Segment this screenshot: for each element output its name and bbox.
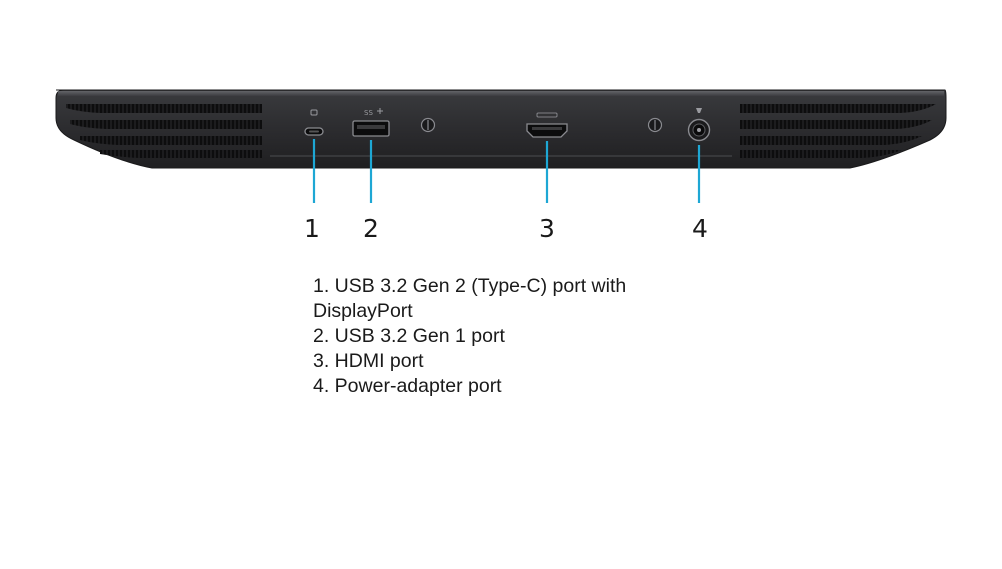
screw-icon: [420, 117, 436, 133]
leader-lines: [312, 139, 701, 203]
laptop-chassis: [55, 89, 947, 169]
callout-number-3: 3: [539, 214, 555, 243]
usb-c-port-icon: [304, 109, 324, 136]
screw-icon: [647, 117, 663, 133]
usb-a-port-icon: SS: [352, 108, 390, 137]
right-vent-grille-icon: [740, 104, 936, 158]
legend-item-2: 2. USB 3.2 Gen 1 port: [313, 325, 505, 347]
port-legend: 1. USB 3.2 Gen 2 (Type-C) port with Disp…: [313, 274, 693, 399]
left-vent-grille-icon: [66, 104, 262, 158]
power-adapter-port-icon: [687, 108, 711, 142]
hdmi-port-icon: [526, 112, 568, 138]
svg-text:SS: SS: [364, 109, 373, 117]
callout-number-2: 2: [363, 214, 379, 243]
legend-item-3: 3. HDMI port: [313, 350, 424, 372]
legend-item-1: 1. USB 3.2 Gen 2 (Type-C) port with Disp…: [313, 275, 627, 322]
legend-item-4: 4. Power-adapter port: [313, 375, 502, 397]
callout-number-1: 1: [304, 214, 320, 243]
callout-number-4: 4: [692, 214, 708, 243]
